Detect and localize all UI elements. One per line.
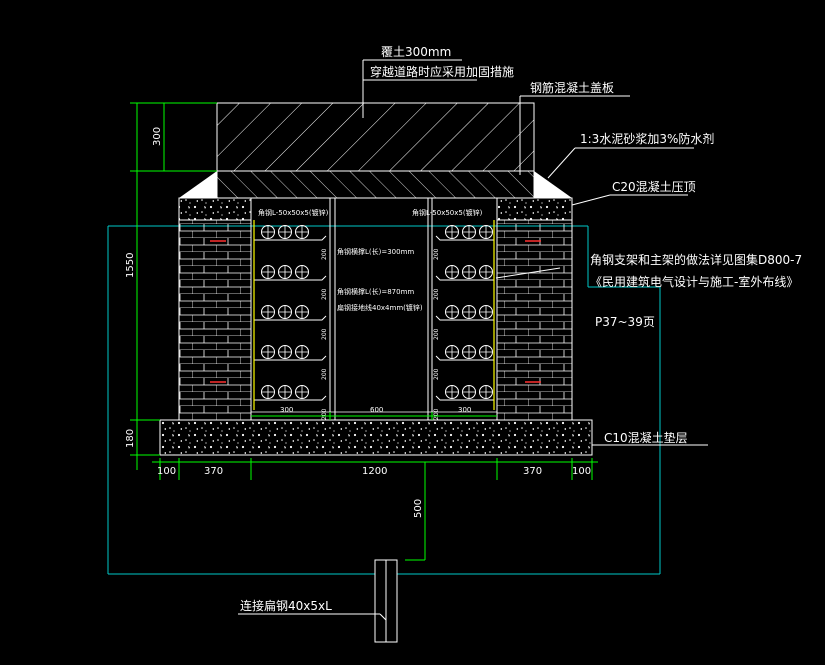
cable-right-cross — [445, 265, 459, 279]
dim-180: 180 — [125, 429, 136, 448]
bracket-arm-right — [435, 395, 494, 401]
dim-bottom-600: 600 — [370, 406, 383, 414]
label-road-note: 穿越道路时应采用加固措施 — [370, 64, 514, 79]
cable-right-cross — [462, 305, 476, 319]
mortar-layer — [179, 170, 572, 199]
tier-spacing-left: 200 — [321, 328, 328, 340]
dim-bottom-300-left: 300 — [280, 406, 293, 414]
bracket-arm-left — [254, 315, 327, 321]
cable-right-cross — [462, 225, 476, 239]
cable-left-cross — [295, 345, 309, 359]
cable-left-cross — [278, 265, 292, 279]
cable-right-cross — [445, 385, 459, 399]
dim-300: 300 — [152, 127, 163, 146]
cable-left-cross — [295, 305, 309, 319]
cable-left-cross — [278, 385, 292, 399]
cable-left-cross — [261, 225, 275, 239]
brick-wall-right — [496, 219, 573, 421]
label-left-bracket: 角钢L-50x50x5(镀锌) — [258, 208, 329, 217]
cable-left-cross — [261, 265, 275, 279]
cable-left-cross — [261, 345, 275, 359]
cable-left-cross — [295, 225, 309, 239]
bracket-arm-left — [254, 235, 327, 241]
tier-spacing-left: 200 — [321, 408, 328, 420]
dim-100-right: 100 — [572, 466, 591, 477]
cable-right-cross — [479, 225, 493, 239]
tier-spacing-left: 200 — [321, 248, 328, 260]
trench-cavity — [250, 198, 498, 420]
leader-lines — [238, 59, 708, 621]
cable-left-cross — [278, 305, 292, 319]
cable-left-cross — [278, 225, 292, 239]
bracket-arm-left — [254, 395, 327, 401]
tier-spacing-right: 200 — [433, 248, 440, 260]
label-bracket-note-2: 《民用建筑电气设计与施工-室外布线》 — [590, 274, 798, 289]
ring-beam-right — [496, 197, 573, 221]
cable-left-cross — [295, 385, 309, 399]
ring-beam-left — [178, 197, 252, 221]
cable-right-cross — [479, 265, 493, 279]
tier-spacing-right: 200 — [433, 288, 440, 300]
cable-right-cross — [462, 345, 476, 359]
label-cover-plate: 钢筋混凝土盖板 — [530, 80, 614, 95]
label-mid-a: 角钢横撑L(长)=300mm — [337, 247, 414, 256]
label-ground-rod: 连接扁钢40x5xL — [240, 598, 332, 613]
bracket-arm-right — [435, 275, 494, 281]
dim-370-left: 370 — [204, 466, 223, 477]
bracket-arm-left — [254, 275, 327, 281]
label-bracket-note-1: 角钢支架和主架的做法详见图集D800-7 — [590, 252, 802, 267]
cable-left-cross — [261, 305, 275, 319]
cover-soil-block — [216, 102, 535, 172]
label-mortar: 1:3水泥砂浆加3%防水剂 — [580, 131, 714, 146]
cable-right-cross — [479, 305, 493, 319]
dim-bottom-300-right: 300 — [458, 406, 471, 414]
label-mid-c: 扁钢接地线40x4mm(镀锌) — [337, 303, 423, 312]
cable-right-cross — [479, 385, 493, 399]
cable-right-cross — [445, 225, 459, 239]
bracket-posts — [253, 220, 495, 410]
cable-right-cross — [462, 385, 476, 399]
tier-spacing-right: 200 — [433, 328, 440, 340]
cable-right-cross — [462, 265, 476, 279]
label-pages: P37~39页 — [595, 315, 655, 329]
concrete-base — [159, 419, 593, 456]
cable-left-cross — [261, 385, 275, 399]
bracket-arm-left — [254, 355, 327, 361]
cable-right-cross — [479, 345, 493, 359]
dim-1200: 1200 — [362, 466, 387, 477]
dim-100-left: 100 — [157, 466, 176, 477]
cable-left-cross — [295, 265, 309, 279]
dim-370-right: 370 — [523, 466, 542, 477]
cable-left-cross — [278, 345, 292, 359]
bracket-arm-right — [435, 315, 494, 321]
dimension-lines — [130, 102, 598, 561]
bracket-arm-right — [435, 355, 494, 361]
brick-wall-left — [178, 219, 252, 421]
label-ring-beam: C20混凝土压顶 — [612, 179, 696, 194]
tier-spacing-left: 200 — [321, 368, 328, 380]
dim-500: 500 — [413, 499, 424, 518]
cable-right-cross — [445, 345, 459, 359]
tier-spacing-left: 200 — [321, 288, 328, 300]
label-base: C10混凝土垫层 — [604, 430, 688, 445]
ground-rod — [374, 559, 398, 643]
cable-racks: 200 200 200 200 200 200 200 200 200 200 — [254, 225, 494, 420]
label-cover-soil: 覆土300mm — [381, 45, 451, 59]
tier-spacing-right: 200 — [433, 408, 440, 420]
bracket-arm-right — [435, 235, 494, 241]
dim-1550: 1550 — [125, 253, 136, 278]
label-right-bracket: 角钢L-50x50x5(镀锌) — [412, 208, 483, 217]
cable-right-cross — [445, 305, 459, 319]
label-mid-b: 角钢横撑L(长)=870mm — [337, 287, 414, 296]
tier-spacing-right: 200 — [433, 368, 440, 380]
